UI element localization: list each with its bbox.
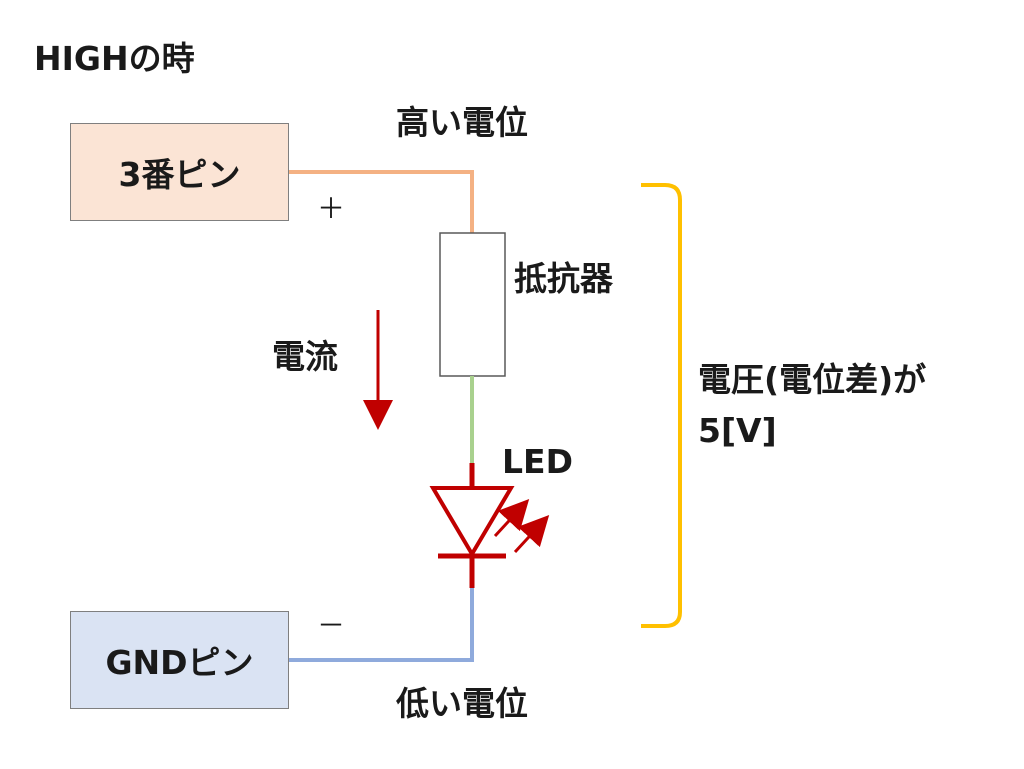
pin-3-box: 3番ピン xyxy=(70,123,289,221)
led-label: LED xyxy=(502,442,573,481)
voltage-bracket xyxy=(641,183,682,628)
plus-sign: ＋ xyxy=(317,192,346,225)
voltage-label-line-1: 電圧(電位差)が xyxy=(698,360,927,399)
low-potential-label: 低い電位 xyxy=(396,684,528,723)
pin-3-label: 3番ピン xyxy=(118,155,241,194)
page-title: HIGHの時 xyxy=(34,39,195,78)
high-potential-label: 高い電位 xyxy=(396,103,528,142)
resistor-label: 抵抗器 xyxy=(514,259,613,298)
high-side-wire xyxy=(289,170,474,233)
light-emission-arrow xyxy=(513,514,550,554)
current-label: 電流 xyxy=(272,337,338,376)
gnd-pin-box: GNDピン xyxy=(70,611,289,709)
gnd-pin-label: GNDピン xyxy=(105,643,254,682)
voltage-label-line-2: 5[V] xyxy=(698,411,777,450)
low-side-wire xyxy=(289,588,474,662)
light-emission-arrow xyxy=(493,498,530,538)
resistor-symbol xyxy=(439,232,506,377)
minus-sign: － xyxy=(317,609,346,642)
led-symbol xyxy=(429,463,550,588)
